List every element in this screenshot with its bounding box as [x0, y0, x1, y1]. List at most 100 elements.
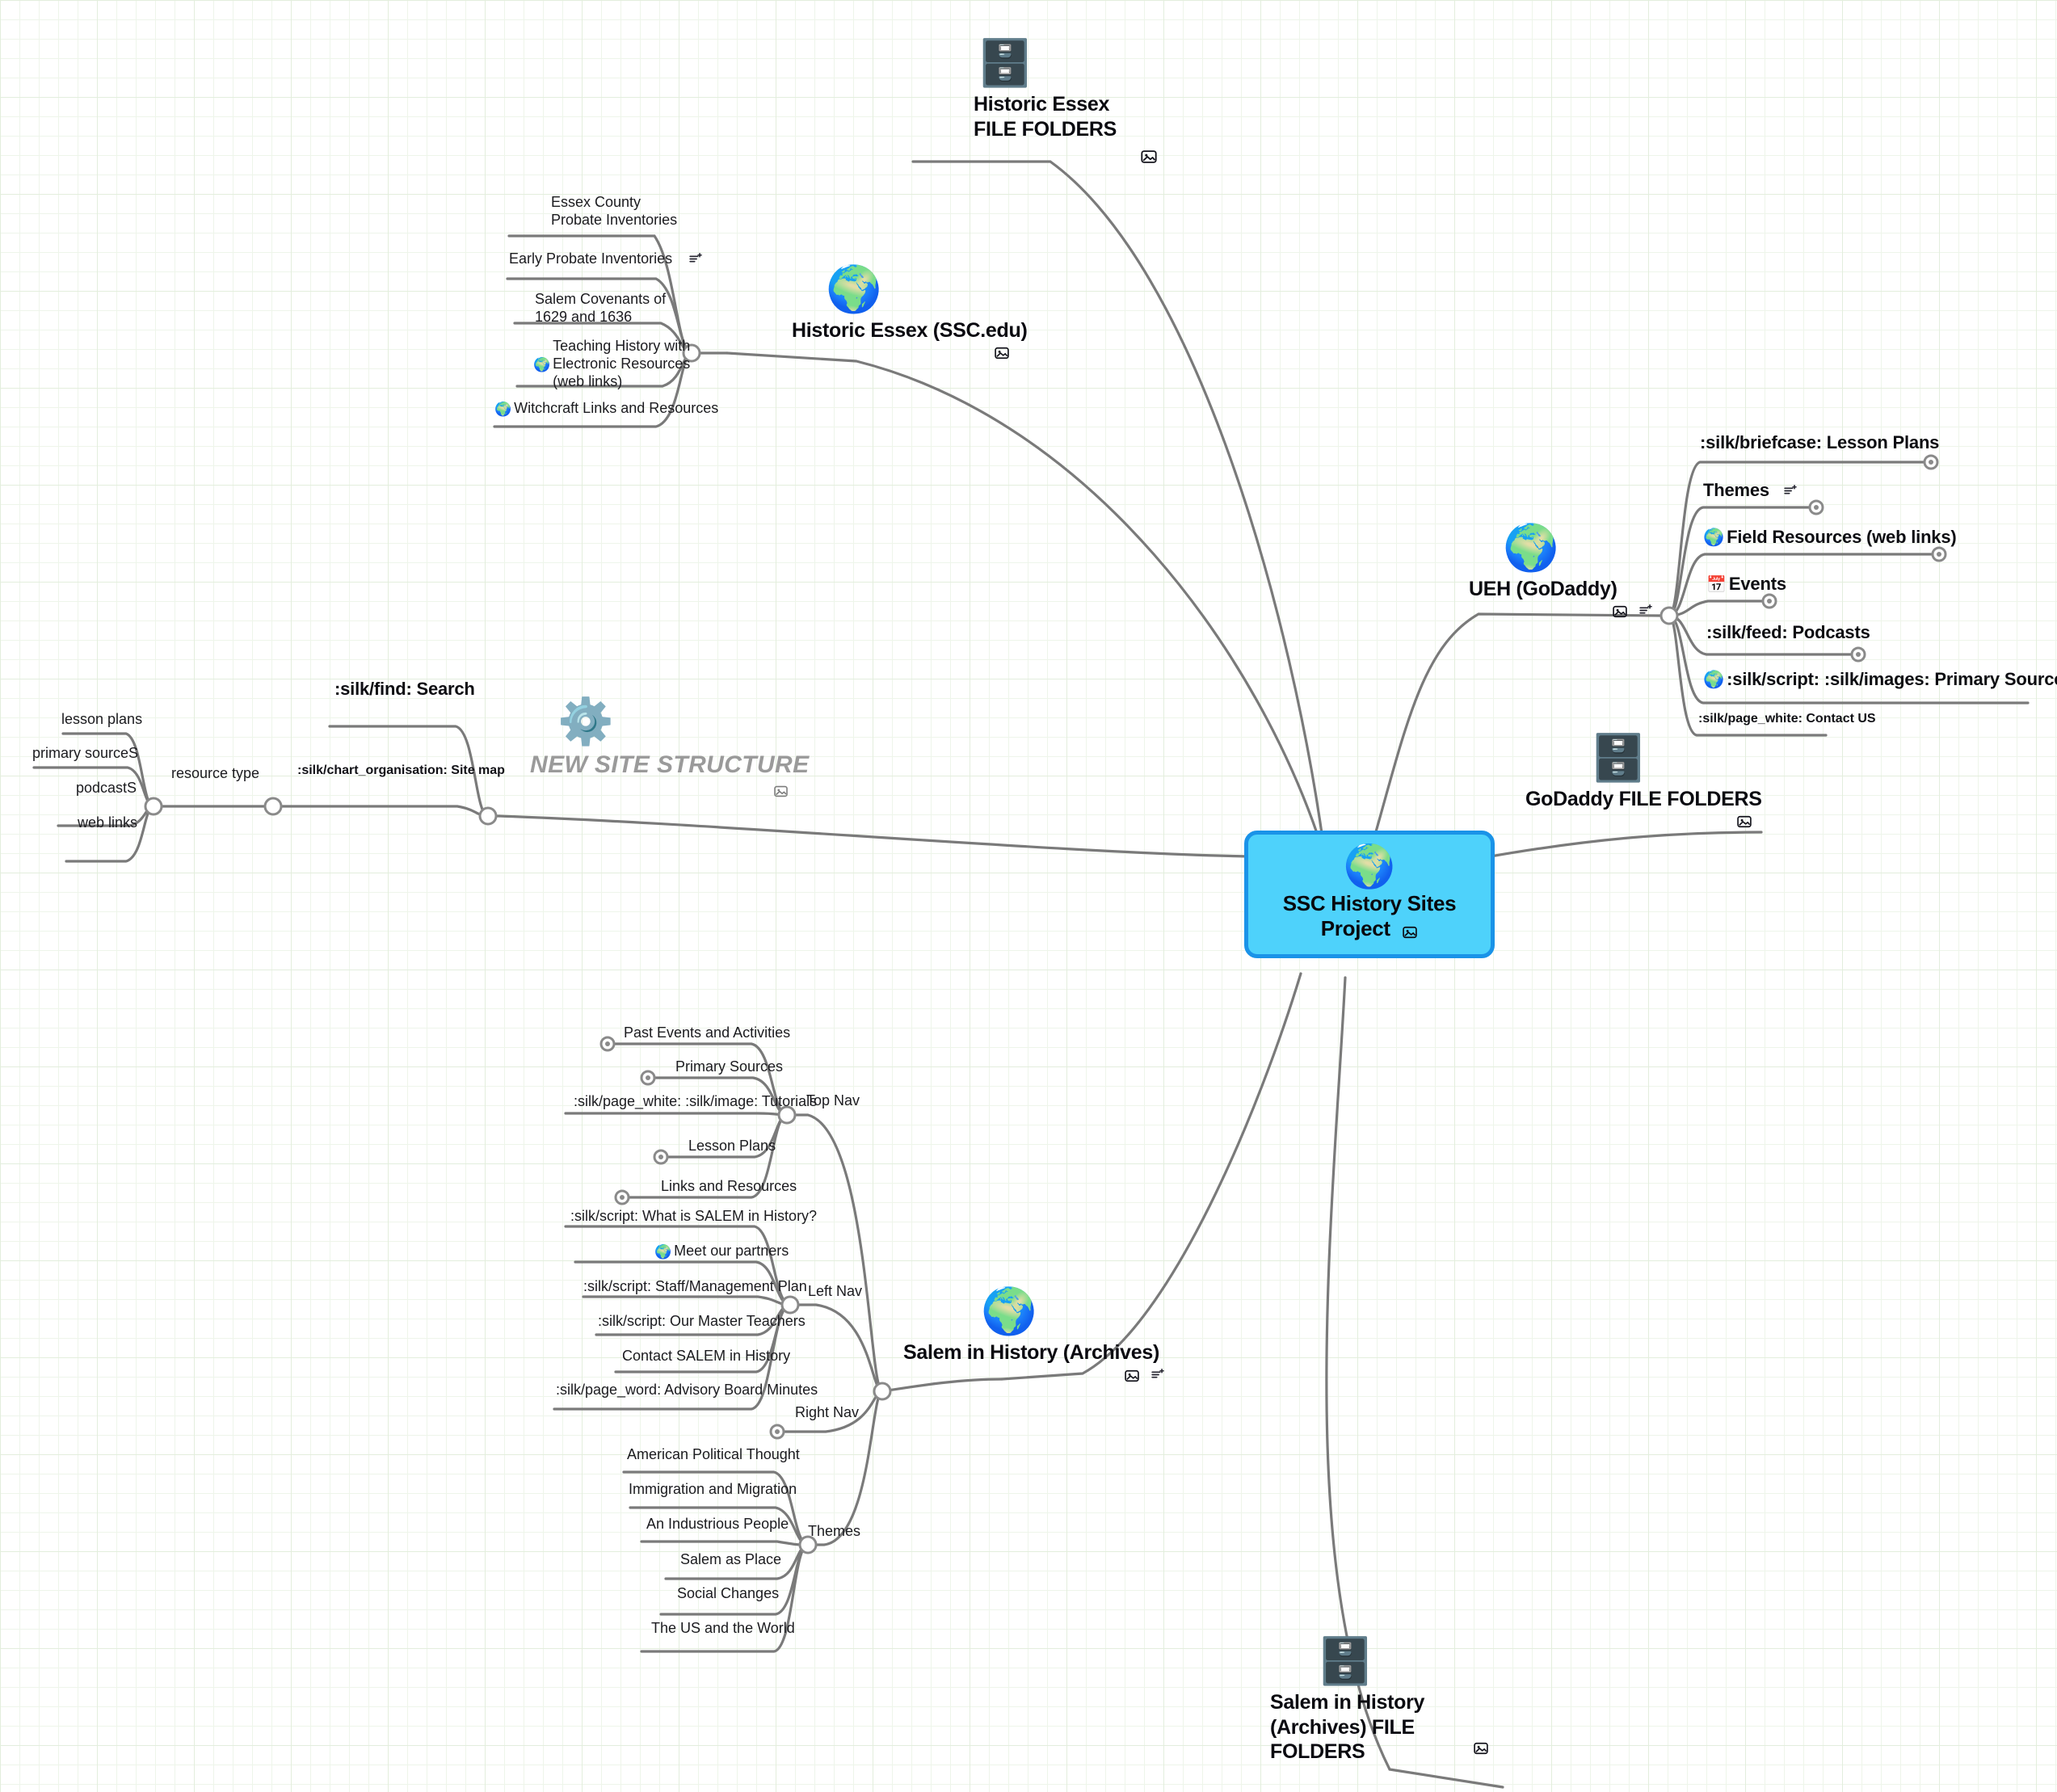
notes-add-icon[interactable] — [1638, 603, 1653, 618]
node-resource-type[interactable]: resource type — [171, 765, 259, 783]
image-badge-icon[interactable] — [1612, 604, 1628, 620]
node-label: Right Nav — [795, 1404, 860, 1420]
node-salem-file-folders[interactable]: 🗄️ Salem in History (Archives) FILE FOLD… — [1270, 1638, 1488, 1765]
edge-leftnav-c3 — [582, 1295, 792, 1306]
node-topnav-child-0[interactable]: Past Events and Activities — [624, 1024, 790, 1042]
node-topnav-child-1[interactable]: Primary Sources — [675, 1058, 783, 1076]
edge-endpoint-core — [658, 1155, 663, 1159]
node-ueh-child-4[interactable]: :silk/feed: Podcasts — [1706, 622, 1870, 644]
node-label: primary sourceS — [32, 745, 139, 761]
globe-icon: 🌍 — [826, 263, 882, 314]
node-new-site-structure[interactable]: ⚙️ NEW SITE STRUCTURE — [530, 699, 810, 797]
node-ueh-child-5[interactable]: 🌍:silk/script: :silk/images: Primary Sou… — [1703, 669, 2057, 691]
edge-root-historic-essex-files — [911, 160, 1327, 858]
image-badge-icon[interactable] — [1736, 814, 1752, 830]
node-essex-child-3[interactable]: 🌍Teaching History with Electronic Resour… — [533, 338, 690, 391]
hub-node-resourcetype — [144, 797, 163, 816]
globe-icon: 🌍 — [533, 357, 551, 373]
node-salem-archives[interactable]: 🌍 Salem in History (Archives) — [903, 1285, 1164, 1382]
image-badge-icon[interactable] — [1124, 1368, 1140, 1384]
node-group-themes[interactable]: Themes — [808, 1523, 860, 1541]
notes-add-icon[interactable] — [688, 251, 703, 267]
globe-icon: 🌍 — [654, 1244, 672, 1260]
globe-icon: 🌍 — [1703, 670, 1725, 689]
node-label: Essex County Probate Inventories — [551, 194, 678, 228]
node-label: Teaching History with Electronic Resourc… — [553, 338, 691, 389]
node-historic-essex-ssc[interactable]: 🌍 Historic Essex (SSC.edu) — [792, 263, 1028, 360]
notes-add-icon[interactable] — [1782, 483, 1798, 498]
node-leftnav-child-4[interactable]: Contact SALEM in History — [622, 1348, 790, 1365]
node-label: Salem Covenants of 1629 and 1636 — [535, 291, 667, 325]
node-rt-child-1[interactable]: primary sourceS — [32, 745, 138, 763]
node-label: GoDaddy FILE FOLDERS — [1525, 788, 1762, 810]
image-badge-icon[interactable] — [1402, 924, 1418, 940]
node-themes-child-4[interactable]: Social Changes — [677, 1585, 779, 1603]
node-ueh-child-3[interactable]: 📅Events — [1706, 574, 1786, 595]
node-label: Field Resources (web links) — [1727, 527, 1957, 547]
node-label: NEW SITE STRUCTURE — [530, 751, 810, 778]
edge-root-new-site-structure — [498, 814, 1250, 858]
node-label: :silk/script: What is SALEM in History? — [570, 1208, 818, 1224]
image-badge-icon[interactable] — [994, 345, 1010, 361]
node-label: resource type — [171, 765, 260, 781]
node-topnav-child-3[interactable]: Lesson Plans — [688, 1138, 776, 1155]
node-leftnav-child-2[interactable]: :silk/script: Staff/Management Plan — [583, 1278, 807, 1296]
node-historic-essex-file-folders[interactable]: 🗄️ Historic Essex FILE FOLDERS — [974, 40, 1157, 163]
node-rt-child-3[interactable]: web links — [78, 814, 137, 832]
hub-node-salem — [873, 1382, 892, 1401]
node-label: Meet our partners — [674, 1243, 789, 1259]
node-rt-child-0[interactable]: lesson plans — [61, 711, 142, 729]
edge-ueh-c2 — [1668, 506, 1818, 617]
node-label: :silk/chart_organisation: Site map — [297, 763, 505, 777]
edge-endpoint-core — [1929, 460, 1933, 465]
node-essex-child-1[interactable]: Early Probate Inventories — [509, 250, 703, 268]
image-badge-icon[interactable] — [1140, 148, 1158, 166]
node-essex-child-2[interactable]: Salem Covenants of 1629 and 1636 — [535, 291, 680, 326]
node-nss-search[interactable]: :silk/find: Search — [334, 679, 475, 700]
edge-themes-c3 — [640, 1540, 810, 1546]
node-group-left-nav[interactable]: Left Nav — [808, 1283, 862, 1301]
globe-icon: 🌍 — [981, 1285, 1037, 1336]
root-node-label: SSC History Sites Project — [1282, 891, 1457, 940]
node-ueh-child-1[interactable]: Themes — [1703, 480, 1798, 502]
image-badge-icon[interactable] — [1473, 1740, 1489, 1756]
node-ueh-child-0[interactable]: :silk/briefcase: Lesson Plans — [1700, 432, 1939, 454]
edge-nss-sitemap — [271, 805, 490, 818]
node-label: Historic Essex (SSC.edu) — [792, 319, 1028, 342]
edge-endpoint-dot — [614, 1189, 630, 1205]
hub-node-sitemap — [263, 797, 283, 816]
globe-icon: 🌍 — [494, 402, 512, 418]
node-leftnav-child-5[interactable]: :silk/page_word: Advisory Board Minutes — [556, 1382, 818, 1399]
node-themes-child-5[interactable]: The US and the World — [651, 1620, 795, 1638]
edge-root-godaddy-files — [1489, 831, 1763, 858]
node-themes-child-1[interactable]: Immigration and Migration — [629, 1481, 797, 1499]
root-node[interactable]: 🌍 SSC History Sites Project — [1244, 831, 1495, 958]
node-leftnav-child-0[interactable]: :silk/script: What is SALEM in History? — [570, 1208, 817, 1226]
node-ueh-godaddy[interactable]: 🌍 UEH (GoDaddy) — [1469, 525, 1652, 618]
node-themes-child-0[interactable]: American Political Thought — [627, 1446, 800, 1464]
node-godaddy-file-folders[interactable]: 🗄️ GoDaddy FILE FOLDERS — [1525, 735, 1762, 828]
edge-endpoint-dot — [640, 1070, 656, 1086]
node-label: :silk/feed: Podcasts — [1706, 622, 1870, 642]
node-themes-child-2[interactable]: An Industrious People — [646, 1516, 789, 1533]
node-leftnav-child-3[interactable]: :silk/script: Our Master Teachers — [598, 1313, 806, 1331]
node-label: Social Changes — [677, 1585, 780, 1601]
node-label: web links — [78, 814, 138, 831]
node-leftnav-child-1[interactable]: 🌍Meet our partners — [654, 1243, 789, 1260]
image-badge-icon[interactable] — [773, 784, 789, 799]
notes-add-icon[interactable] — [1150, 1367, 1165, 1382]
node-themes-child-3[interactable]: Salem as Place — [680, 1551, 781, 1569]
node-ueh-child-6[interactable]: :silk/page_white: Contact US — [1698, 711, 1876, 727]
node-rt-child-2[interactable]: podcastS — [76, 780, 137, 797]
node-nss-sitemap[interactable]: :silk/chart_organisation: Site map — [297, 763, 505, 779]
node-topnav-child-2[interactable]: :silk/page_white: :silk/image: Tutorials — [574, 1093, 817, 1111]
node-label: The US and the World — [651, 1620, 795, 1636]
node-group-top-nav[interactable]: Top Nav — [806, 1092, 860, 1110]
node-essex-child-0[interactable]: Essex County Probate Inventories — [551, 194, 688, 229]
node-essex-child-4[interactable]: 🌍Witchcraft Links and Resources — [494, 400, 718, 418]
node-group-right-nav[interactable]: Right Nav — [795, 1404, 859, 1422]
node-label: Left Nav — [808, 1283, 863, 1299]
node-label: Past Events and Activities — [624, 1024, 791, 1041]
node-ueh-child-2[interactable]: 🌍Field Resources (web links) — [1703, 527, 1957, 549]
node-topnav-child-4[interactable]: Links and Resources — [661, 1178, 797, 1196]
